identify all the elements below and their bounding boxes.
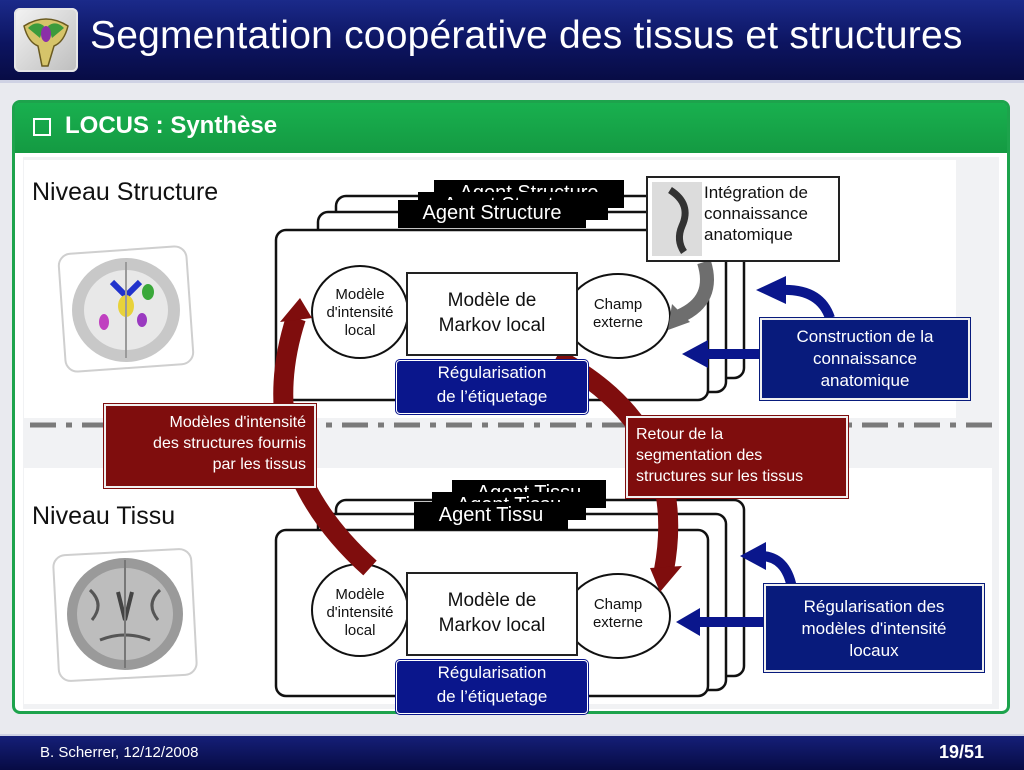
title-bar: Segmentation coopérative des tissus et s… — [0, 0, 1024, 83]
footer-author-date: B. Scherrer, 12/12/2008 — [40, 744, 199, 761]
structure-models-from-tissues-box: Modèles d'intensité des structures fourn… — [104, 404, 316, 488]
anatomical-integration-box: Intégration de connaissance anatomique — [646, 176, 840, 262]
brain-structure-image — [57, 245, 195, 373]
structure-regularization: Régularisation de l’étiquetage — [396, 360, 588, 414]
brain-tissue-image — [52, 548, 198, 682]
segmentation-feedback-box: Retour de la segmentation des structures… — [626, 416, 848, 498]
local-models-regularization-box: Régularisation des modèles d'intensité l… — [764, 584, 984, 672]
tissue-level-label: Niveau Tissu — [32, 502, 176, 530]
structure-intensity-model: Modèle d'intensité local — [326, 286, 394, 339]
arrow-integration-to-field — [668, 259, 714, 330]
brain-logo-icon — [14, 8, 78, 72]
checkbox-bullet-icon — [33, 118, 51, 136]
slide-number: 19/51 — [938, 742, 984, 762]
footer-bar: B. Scherrer, 12/12/2008 19/51 — [0, 734, 1024, 770]
structure-markov-model: Modèle de Markov local — [406, 272, 578, 356]
structure-level-label: Niveau Structure — [32, 178, 219, 206]
page-title: Segmentation coopérative des tissus et s… — [90, 14, 963, 57]
tissue-agent-tab: Agent Tissu — [414, 502, 568, 530]
arrow-local-models — [676, 542, 797, 636]
anatomy-slice-icon — [652, 182, 702, 256]
panel-title: LOCUS : Synthèse — [65, 112, 278, 139]
arrow-construction — [682, 276, 835, 368]
tissue-regularization: Régularisation de l’étiquetage — [396, 660, 588, 714]
panel-header: LOCUS : Synthèse — [15, 103, 1007, 153]
tissue-markov-model: Modèle de Markov local — [406, 572, 578, 656]
tissue-external-field: Champ externe — [592, 596, 644, 631]
tissue-intensity-model: Modèle d'intensité local — [326, 586, 394, 639]
structure-agent-tab: Agent Structure — [398, 200, 586, 228]
knowledge-construction-box: Construction de la connaissance anatomiq… — [760, 318, 970, 400]
structure-external-field: Champ externe — [592, 296, 644, 331]
